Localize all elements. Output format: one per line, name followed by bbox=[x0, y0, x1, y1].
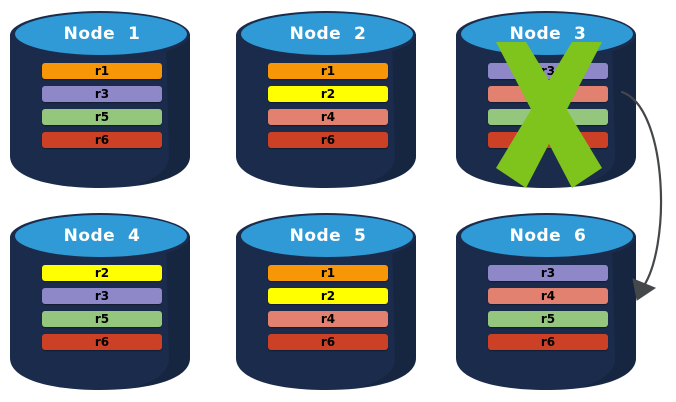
replica-bar-r5[interactable]: r5 bbox=[42, 109, 162, 125]
replica-list: r1 r2 r4 r6 bbox=[268, 265, 388, 350]
replica-bar-r1[interactable]: r1 bbox=[268, 265, 388, 281]
replica-bar-r6[interactable]: r6 bbox=[268, 334, 388, 350]
replica-bar-r3[interactable]: r3 bbox=[488, 63, 608, 79]
replica-list: r2 r3 r5 r6 bbox=[42, 265, 162, 350]
replica-bar-r6[interactable]: r6 bbox=[488, 132, 608, 148]
replica-bar-r5[interactable]: r5 bbox=[488, 109, 608, 125]
replica-bar-r5[interactable]: r5 bbox=[488, 311, 608, 327]
replica-bar-r6[interactable]: r6 bbox=[42, 334, 162, 350]
replica-bar-r3[interactable]: r3 bbox=[42, 288, 162, 304]
replica-bar-r4[interactable]: r4 bbox=[488, 86, 608, 102]
replica-bar-r1[interactable]: r1 bbox=[268, 63, 388, 79]
replica-bar-r6[interactable]: r6 bbox=[42, 132, 162, 148]
replica-bar-r4[interactable]: r4 bbox=[268, 109, 388, 125]
replica-bar-r6[interactable]: r6 bbox=[488, 334, 608, 350]
cylinder-top-face bbox=[461, 13, 633, 55]
cylinder-top-face bbox=[15, 13, 187, 55]
cylinder-top-face bbox=[461, 215, 633, 257]
cylinder-shading bbox=[136, 238, 190, 387]
cylinder-shading bbox=[136, 36, 190, 185]
cylinder-top-face bbox=[15, 215, 187, 257]
cylinder-shading bbox=[362, 238, 416, 387]
cylinder-shading bbox=[362, 36, 416, 185]
replica-list: r1 r3 r5 r6 bbox=[42, 63, 162, 148]
replica-bar-r4[interactable]: r4 bbox=[488, 288, 608, 304]
replica-list: r3 r4 r5 r6 bbox=[488, 265, 608, 350]
replica-bar-r3[interactable]: r3 bbox=[42, 86, 162, 102]
replica-bar-r1[interactable]: r1 bbox=[42, 63, 162, 79]
replica-bar-r2[interactable]: r2 bbox=[268, 86, 388, 102]
replica-bar-r4[interactable]: r4 bbox=[268, 311, 388, 327]
replica-bar-r6[interactable]: r6 bbox=[268, 132, 388, 148]
cylinder-top-face bbox=[241, 13, 413, 55]
cylinder-top-face bbox=[241, 215, 413, 257]
replica-bar-r2[interactable]: r2 bbox=[42, 265, 162, 281]
replica-bar-r5[interactable]: r5 bbox=[42, 311, 162, 327]
replica-bar-r3[interactable]: r3 bbox=[488, 265, 608, 281]
replica-bar-r2[interactable]: r2 bbox=[268, 288, 388, 304]
replica-list: r3 r4 r5 r6 bbox=[488, 63, 608, 148]
replica-list: r1 r2 r4 r6 bbox=[268, 63, 388, 148]
